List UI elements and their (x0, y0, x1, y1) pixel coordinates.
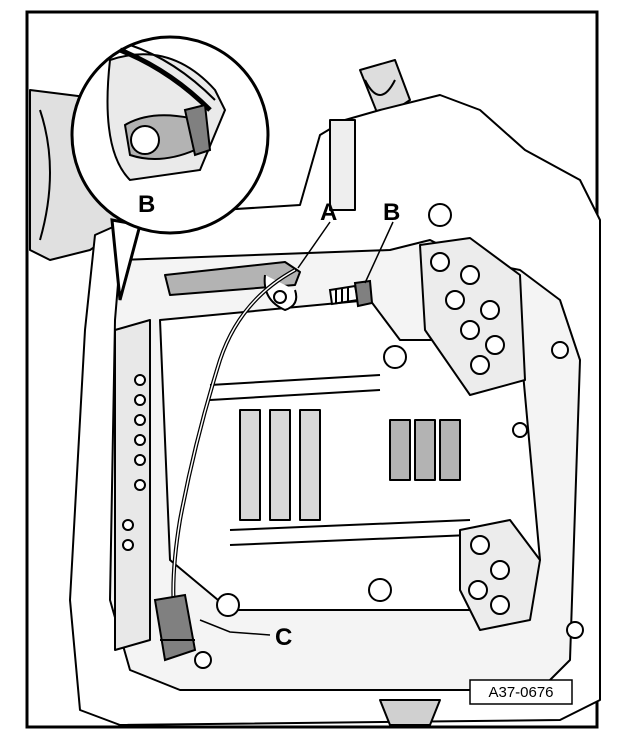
connector-c (153, 593, 197, 662)
figure-ref-box (469, 679, 573, 705)
label-b: B (383, 199, 400, 226)
leader-lines (199, 221, 394, 636)
sensor-wiring-inner (172, 269, 296, 621)
detail-magnifier (70, 35, 270, 301)
label-a: A (320, 199, 337, 226)
figure-ref: A37-0676 (488, 684, 553, 701)
label-b-detail: B (138, 191, 155, 218)
label-c: C (275, 624, 292, 651)
